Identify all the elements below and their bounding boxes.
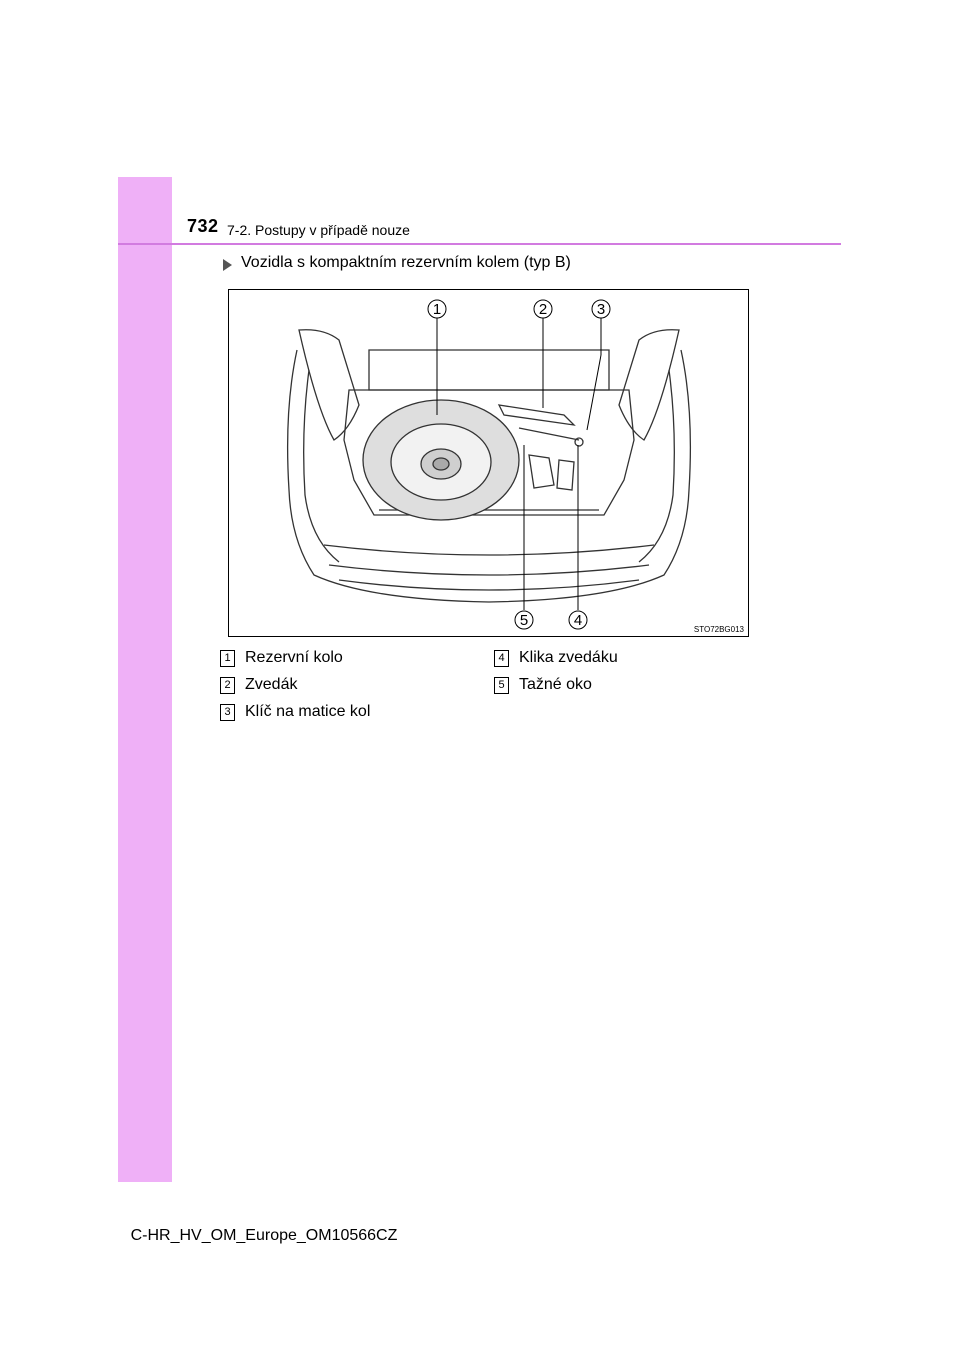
- svg-text:1: 1: [433, 301, 441, 318]
- legend-item-3: 3 Klíč na matice kol: [220, 703, 370, 721]
- section-title: 7-2. Postupy v případě nouze: [227, 222, 410, 238]
- legend-label: Zvedák: [245, 676, 298, 693]
- callout-3: 3: [591, 299, 611, 319]
- bullet-arrow-icon: [223, 259, 232, 271]
- legend-number: 4: [494, 649, 509, 667]
- legend-item-4: 4 Klika zvedáku: [494, 649, 618, 667]
- car-trunk-drawing: 1 2 3 5 4: [286, 299, 692, 630]
- trunk-illustration: 1 2 3 5 4 STO72BG013: [228, 289, 749, 637]
- legend-number: 1: [220, 649, 235, 667]
- legend-number: 2: [220, 676, 235, 694]
- legend-number: 3: [220, 703, 235, 721]
- legend-number: 5: [494, 676, 509, 694]
- callout-5: 5: [514, 610, 534, 630]
- legend-label: Klika zvedáku: [519, 649, 618, 666]
- legend-item-2: 2 Zvedák: [220, 676, 297, 694]
- subsection-heading: Vozidla s kompaktním rezervním kolem (ty…: [241, 254, 571, 271]
- page-number: 732: [187, 216, 219, 236]
- svg-text:5: 5: [520, 612, 528, 629]
- figure-code: STO72BG013: [693, 625, 744, 634]
- legend-item-1: 1 Rezervní kolo: [220, 649, 343, 667]
- document-id-footer: C-HR_HV_OM_Europe_OM10566CZ: [130, 1227, 398, 1244]
- chapter-sidebar-tab: [118, 177, 172, 1182]
- callout-2: 2: [533, 299, 553, 319]
- callout-1: 1: [427, 299, 447, 319]
- legend-label: Tažné oko: [519, 676, 592, 693]
- callout-4: 4: [568, 610, 588, 630]
- header-divider: [118, 243, 841, 245]
- svg-text:3: 3: [597, 301, 605, 318]
- svg-text:2: 2: [539, 301, 547, 318]
- legend-label: Rezervní kolo: [245, 649, 343, 666]
- svg-text:4: 4: [574, 612, 582, 629]
- legend-item-5: 5 Tažné oko: [494, 676, 592, 694]
- legend-label: Klíč na matice kol: [245, 703, 371, 720]
